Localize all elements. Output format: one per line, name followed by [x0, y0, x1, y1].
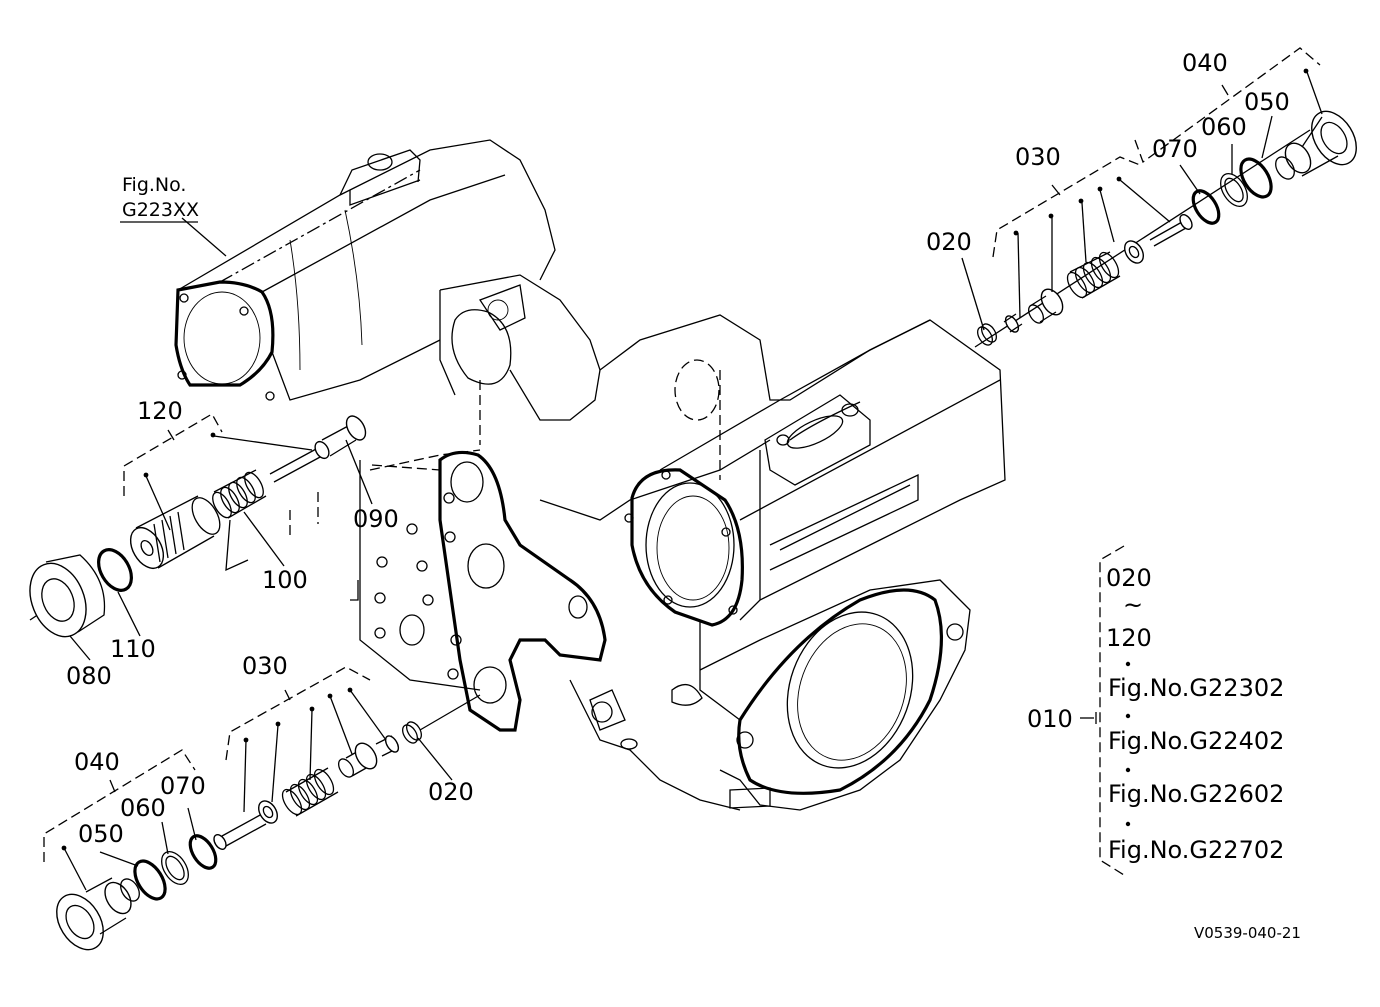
spring-bottom: [258, 767, 339, 824]
spring-100: [212, 469, 267, 519]
callout-110: 110: [110, 635, 156, 663]
callout-050-bottom: 050: [78, 820, 124, 848]
callout-070-bottom: 070: [160, 772, 206, 800]
figure-reference: Fig.No. G223XX: [120, 174, 199, 223]
assembly-group: 010 020 ~ 120 Fig.No.G22302 Fig.No.G2240…: [1027, 545, 1284, 876]
figure-reference-code: G223XX: [122, 199, 199, 221]
poppet-bottom: [338, 735, 400, 778]
central-body: [350, 274, 971, 811]
callout-100: 100: [262, 566, 308, 594]
assembly-figure-3: Fig.No.G22602: [1108, 780, 1284, 808]
valve-assembly-bottom-left: [56, 694, 481, 951]
callout-020-bottom: 020: [428, 778, 474, 806]
leader-lines: [63, 71, 1323, 891]
pin-top: [1149, 214, 1193, 247]
callout-120: 120: [137, 397, 183, 425]
right-cylinder-housing: [624, 319, 1006, 627]
oring-070-bottom: [188, 834, 218, 870]
callout-080: 080: [66, 662, 112, 690]
callout-030-bottom: 030: [242, 652, 288, 680]
assembly-figure-2: Fig.No.G22402: [1108, 727, 1284, 755]
callout-040-top: 040: [1182, 49, 1228, 77]
bottom-flange: [589, 588, 964, 809]
callout-050-top: 050: [1244, 88, 1290, 116]
callout-040-bottom: 040: [74, 748, 120, 776]
oring-110: [97, 548, 133, 592]
assembly-range-start: 020: [1106, 564, 1152, 592]
oring-050-top: [1239, 157, 1273, 199]
hydraulic-housing: [174, 139, 1006, 811]
relief-valve-left: [29, 415, 367, 638]
sleeve: [129, 495, 221, 569]
bracket-dots: [61, 68, 1309, 851]
callout-010: 010: [1027, 705, 1073, 733]
valve-assembly-top-right: [974, 110, 1357, 348]
pin-bottom: [213, 813, 267, 850]
poppet-top: [1003, 288, 1064, 333]
spring-top: [1066, 240, 1144, 299]
group-brackets: [43, 47, 1321, 862]
callout-030-top: 030: [1015, 143, 1061, 171]
assembly-range-end: 120: [1106, 624, 1152, 652]
figure-reference-prefix: Fig.No.: [122, 174, 186, 196]
upper-cylinder-housing: [174, 139, 556, 401]
side-plate-left: [371, 450, 607, 732]
callout-020-top: 020: [926, 228, 972, 256]
callout-060-top: 060: [1201, 113, 1247, 141]
ring-060-bottom: [161, 851, 189, 885]
callout-070-top: 070: [1152, 135, 1198, 163]
ring-060-top: [1220, 173, 1248, 207]
oring-050-bottom: [133, 859, 167, 901]
poppet-090: [269, 415, 367, 483]
assembly-figure-4: Fig.No.G22702: [1108, 836, 1284, 864]
seat-020-top: [977, 323, 997, 346]
oring-070-top: [1191, 189, 1221, 225]
drawing-id: V0539-040-21: [1194, 924, 1301, 942]
plug-top: [1275, 110, 1357, 180]
callout-090: 090: [353, 505, 399, 533]
plug-bottom: [56, 877, 140, 951]
assembly-range-symbol: ~: [1123, 591, 1143, 619]
callout-labels: 040 050 060 070 030 020 120 090 100 110 …: [66, 49, 1290, 848]
nut-080: [29, 554, 106, 638]
callout-060-bottom: 060: [120, 794, 166, 822]
assembly-figure-1: Fig.No.G22302: [1108, 674, 1284, 702]
